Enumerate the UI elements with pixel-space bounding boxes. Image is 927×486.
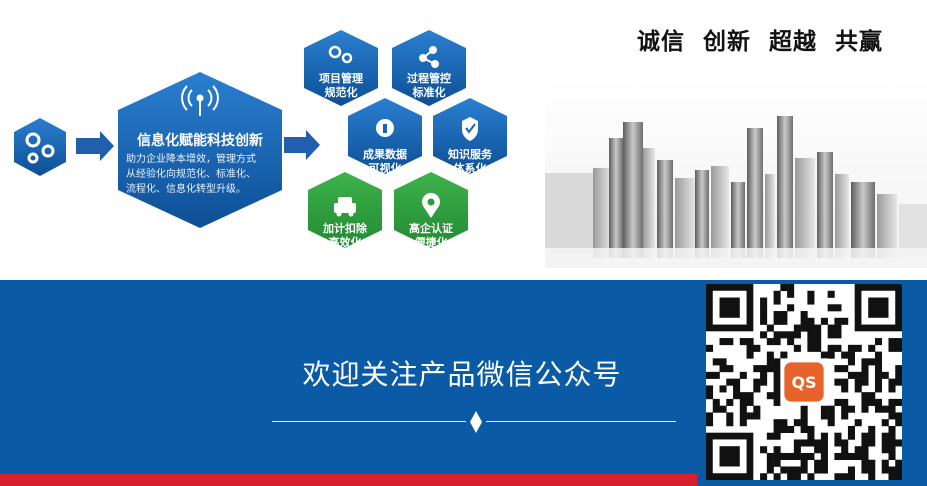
hex-knowledge-label: 知识服务体系化 [448,148,492,175]
hex-project [304,30,378,106]
city-skyline-image [545,78,927,268]
main-hex [118,72,282,228]
accent-bar [0,474,697,486]
main-hex-title: 信息化赋能科技创新 [137,133,263,149]
hex-process [392,30,466,106]
hex-certification [394,172,468,248]
shield-icon [462,117,478,141]
hex-data [348,98,422,174]
diamond-ornament-icon [470,411,482,433]
main-hex-line: 助力企业降本增效，管理方式 [126,154,256,165]
hex-certification-label: 高企认证便捷化 [409,222,453,249]
gears-icon [328,45,353,64]
process-diagram [14,30,507,248]
network-icon [419,46,439,68]
main-hex-line: 流程化、信息化转型升级。 [126,184,246,195]
car-icon [334,197,356,217]
chart-info-icon [376,119,394,137]
gears-hex [14,118,66,176]
hex-project-label: 项目管理规范化 [319,72,363,99]
wechat-qr-code[interactable]: QS [706,284,903,481]
qr-code-image: QS [706,284,903,481]
hex-knowledge [433,98,507,174]
hex-deduction-label: 加计扣除高效化 [323,222,367,249]
follow-banner [0,280,697,475]
slogan: 诚信 创新 超越 共赢 [636,29,884,55]
qs-logo-icon [784,362,824,402]
gears-icon [25,132,55,164]
main-hex-line: 从经验化向规范化、标准化、 [126,169,256,180]
location-pin-icon [422,192,440,218]
qs-logo-text: QS [791,373,816,392]
banner-title: 欢迎关注产品微信公众号 [302,358,622,391]
arrow-right-icon [76,131,114,161]
divider-left [272,421,466,422]
hex-data-label: 成果数据可视化 [363,148,407,175]
divider-right [486,421,676,422]
hex-process-label: 过程管控标准化 [407,72,451,99]
arrow-right-icon [284,130,320,160]
main-hex-description: 助力企业降本增效，管理方式 从经验化向规范化、标准化、 流程化、信息化转型升级。 [126,152,276,197]
signal-tower-icon [181,85,219,116]
hex-deduction [308,172,382,248]
